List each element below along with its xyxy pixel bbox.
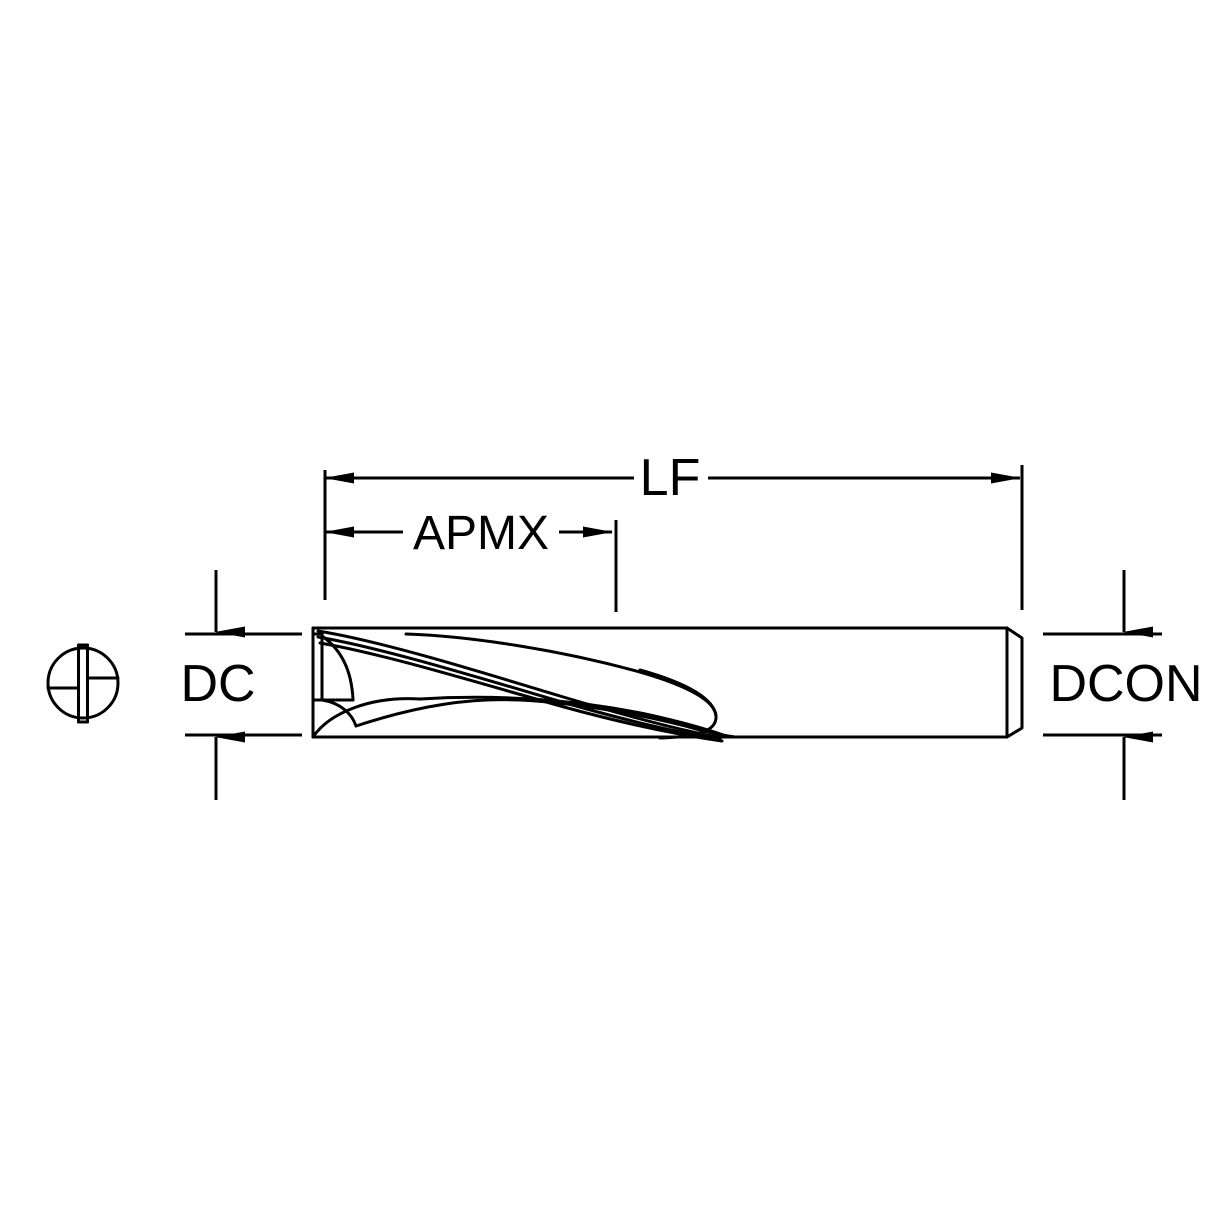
- end-view-circle: [46, 646, 120, 720]
- flute-2-leading-edge: [354, 698, 737, 739]
- dimension-dc: DC: [180, 570, 302, 800]
- flute-1-heel-sweep: [404, 632, 718, 740]
- side-view-profile: [311, 626, 1024, 743]
- dimension-apmx-label: APMX: [413, 507, 549, 560]
- dimension-apmx: APMX: [324, 507, 613, 560]
- dimension-lf-label: LF: [640, 449, 701, 507]
- dimension-dc-label: DC: [180, 655, 255, 713]
- end-view-cross-section: [46, 643, 120, 724]
- flute-1-runout-curve: [638, 668, 718, 718]
- dimension-dcon: DCON: [1043, 570, 1203, 800]
- flute-2-heel-line: [418, 695, 728, 738]
- dimension-dcon-label: DCON: [1049, 655, 1202, 713]
- dimension-lf: LF: [324, 449, 1021, 507]
- tip-lower-relief-sweep: [311, 697, 422, 739]
- tip-gash-arc-upper: [320, 634, 355, 702]
- flute-1-leading-edge-outer: [316, 629, 720, 739]
